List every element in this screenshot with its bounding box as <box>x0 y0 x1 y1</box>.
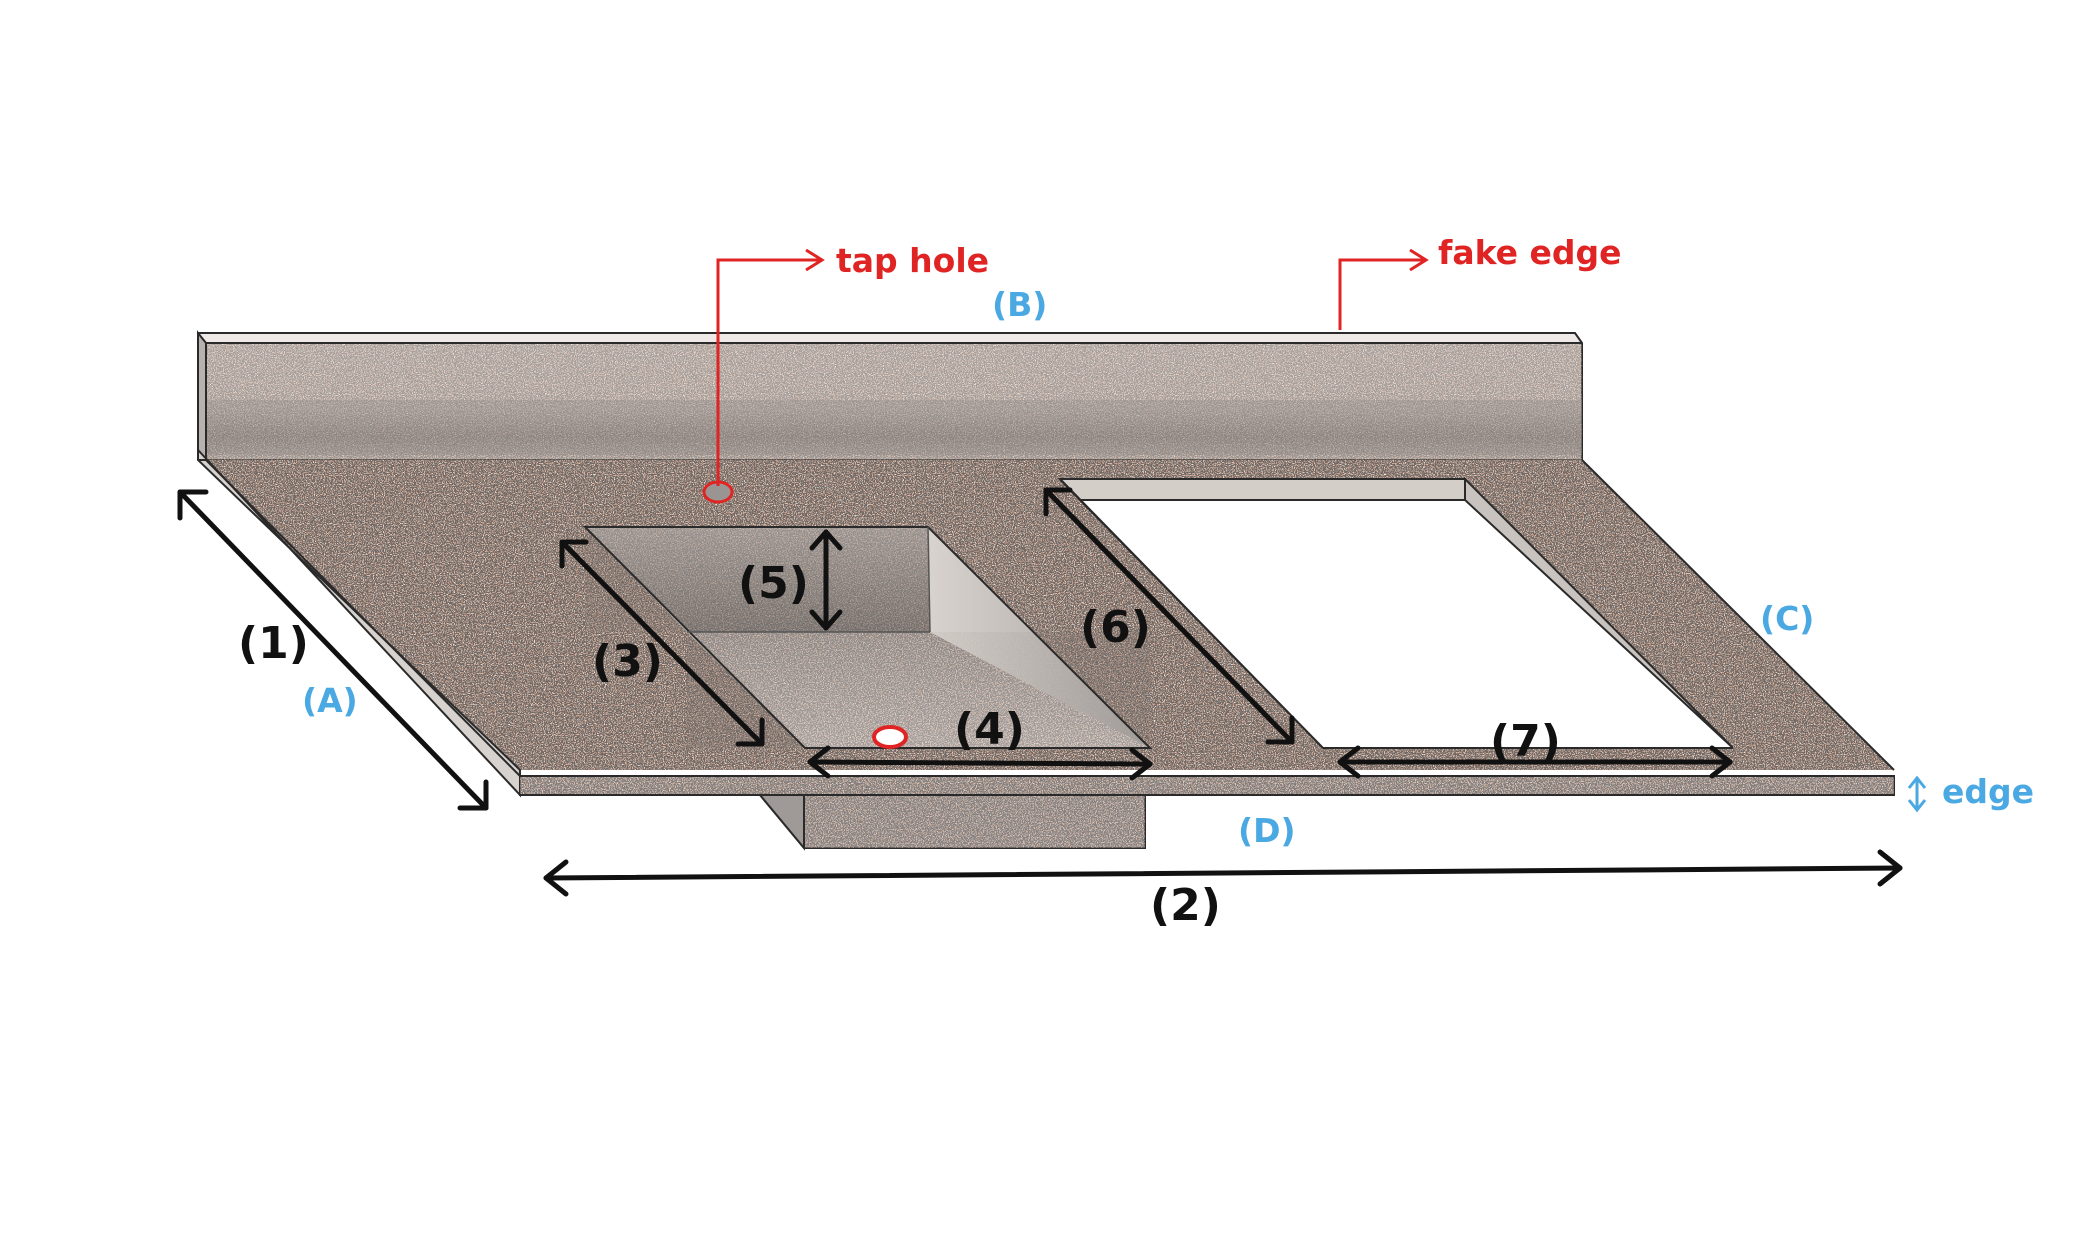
dimension-arrow-4 <box>807 745 1153 781</box>
dimension-label-7: (7) <box>1490 716 1561 767</box>
edge-indicator: edge <box>1907 772 2034 813</box>
side-label-a: (A) <box>302 681 358 720</box>
fake-edge-label: fake edge <box>1438 233 1622 272</box>
dimension-arrow-1 <box>177 489 489 811</box>
tap-hole-callout <box>716 248 825 486</box>
tap-hole-label: tap hole <box>836 241 989 280</box>
sink-bowl <box>582 526 1153 749</box>
dimension-arrow-7 <box>1337 745 1733 779</box>
dimension-label-6: (6) <box>1080 602 1151 653</box>
dimension-arrow-6 <box>1043 487 1295 745</box>
side-label-d: (D) <box>1238 811 1296 850</box>
dimension-label-5: (5) <box>738 558 809 609</box>
side-label-c: (C) <box>1760 599 1814 638</box>
fake-edge-callout <box>1338 248 1429 330</box>
hob-cutout <box>1057 476 1734 749</box>
dimension-label-4: (4) <box>954 704 1025 755</box>
dimension-arrow-5 <box>809 529 843 631</box>
dimension-label-2: (2) <box>1150 880 1221 931</box>
double-arrow-vertical-icon <box>1907 775 1927 813</box>
dimension-arrow-2 <box>543 849 1903 897</box>
dimension-arrow-3 <box>559 539 765 747</box>
tap-hole-sink <box>872 725 908 749</box>
dimension-label-3: (3) <box>592 636 663 687</box>
edge-label: edge <box>1942 772 2034 811</box>
side-label-b: (B) <box>992 285 1047 324</box>
dimension-label-1: (1) <box>238 618 309 669</box>
dimension-arrows <box>177 487 1903 897</box>
